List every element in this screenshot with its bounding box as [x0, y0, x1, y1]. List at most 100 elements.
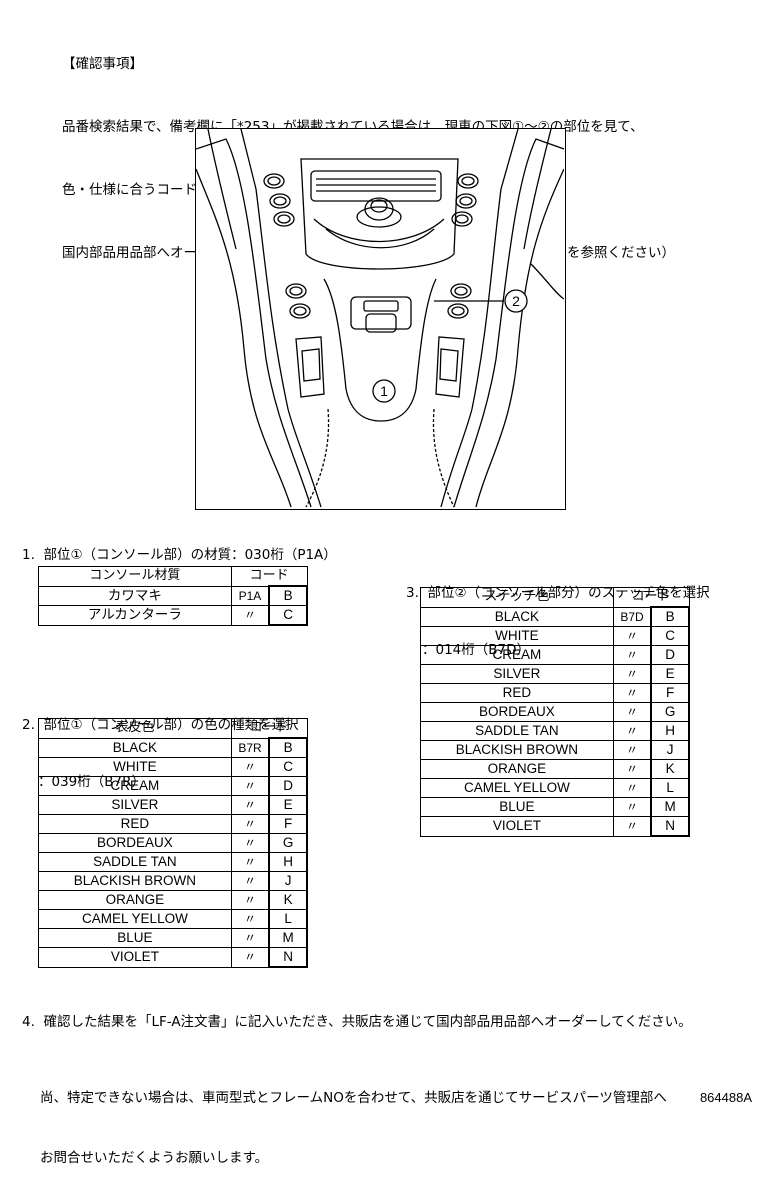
row-name: RED [420, 683, 614, 703]
row-code: E [268, 795, 308, 815]
row-name: ORANGE [38, 890, 232, 910]
row-prefix: 〃 [612, 683, 652, 703]
row-prefix: 〃 [230, 928, 270, 948]
row-code: L [650, 778, 690, 798]
row-name: BLACKISH BROWN [38, 871, 232, 891]
row-name: SADDLE TAN [420, 721, 614, 741]
row-code: N [650, 816, 690, 837]
row-code: M [650, 797, 690, 817]
table-row: アルカンターラ〃C [38, 605, 308, 626]
row-code: B [650, 606, 690, 627]
row-code: D [650, 645, 690, 665]
row-prefix: 〃 [230, 852, 270, 872]
row-prefix: 〃 [230, 871, 270, 891]
row-prefix: 〃 [230, 814, 270, 834]
table-row: ORANGE〃K [420, 759, 690, 779]
table-row: RED〃F [38, 814, 308, 834]
row-name: カワマキ [38, 585, 232, 606]
row-prefix: B7D [612, 606, 652, 627]
row-prefix: 〃 [612, 797, 652, 817]
table-row: CAMEL YELLOW〃L [38, 909, 308, 929]
intro-heading: 【確認事項】 [62, 56, 143, 72]
callout-2-label: 2 [512, 293, 520, 309]
code-header: コード [612, 587, 690, 608]
row-code: B [268, 737, 308, 758]
row-name: WHITE [420, 626, 614, 646]
row-prefix: 〃 [230, 757, 270, 777]
skin-color-header: 表皮色 [38, 718, 232, 739]
row-name: SILVER [420, 664, 614, 684]
row-code: G [650, 702, 690, 722]
row-prefix: 〃 [612, 740, 652, 760]
row-code: H [650, 721, 690, 741]
row-prefix: 〃 [612, 778, 652, 798]
table-row: ORANGE〃K [38, 890, 308, 910]
row-name: SADDLE TAN [38, 852, 232, 872]
row-prefix: 〃 [230, 890, 270, 910]
row-prefix: 〃 [230, 605, 270, 626]
row-code: F [650, 683, 690, 703]
row-prefix: 〃 [612, 626, 652, 646]
note-block: 尚、特定できない場合は、車両型式とフレームNOを合わせて、共販店を通じてサービス… [40, 1048, 667, 1188]
row-prefix: 〃 [230, 947, 270, 968]
row-name: アルカンターラ [38, 605, 232, 626]
row-code: B [268, 585, 308, 606]
callout-1-label: 1 [380, 383, 388, 399]
row-prefix: 〃 [230, 909, 270, 929]
row-name: WHITE [38, 757, 232, 777]
row-prefix: 〃 [612, 721, 652, 741]
table-row: VIOLET〃N [38, 947, 308, 968]
row-prefix: 〃 [230, 795, 270, 815]
row-prefix: 〃 [230, 833, 270, 853]
row-code: K [268, 890, 308, 910]
row-name: BORDEAUX [420, 702, 614, 722]
table-row: BORDEAUX〃G [420, 702, 690, 722]
callout-1: 1 [372, 379, 396, 403]
row-code: G [268, 833, 308, 853]
row-code: N [268, 947, 308, 968]
table-row: SADDLE TAN〃H [420, 721, 690, 741]
section-4-text: 4. 確認した結果を「LF-A注文書」に記入いただき、共販店を通じて国内部品用品… [22, 1014, 692, 1030]
row-prefix: P1A [230, 585, 270, 606]
row-code: E [650, 664, 690, 684]
row-code: H [268, 852, 308, 872]
row-prefix: B7R [230, 737, 270, 758]
table-row: BORDEAUX〃G [38, 833, 308, 853]
row-name: BLACK [38, 737, 232, 758]
note-line-1: 尚、特定できない場合は、車両型式とフレームNOを合わせて、共販店を通じてサービス… [40, 1090, 667, 1106]
row-code: J [268, 871, 308, 891]
row-name: VIOLET [38, 947, 232, 968]
row-code: F [268, 814, 308, 834]
row-name: CAMEL YELLOW [38, 909, 232, 929]
row-prefix: 〃 [230, 776, 270, 796]
row-prefix: 〃 [612, 645, 652, 665]
row-name: CAMEL YELLOW [420, 778, 614, 798]
code-header: コード [230, 718, 308, 739]
stitch-color-header: ステッチ色 [420, 587, 614, 608]
row-name: CREAM [38, 776, 232, 796]
row-code: C [268, 757, 308, 777]
table-row: SILVER〃E [420, 664, 690, 684]
row-prefix: 〃 [612, 702, 652, 722]
row-name: SILVER [38, 795, 232, 815]
row-name: BORDEAUX [38, 833, 232, 853]
table-row: CREAM〃D [420, 645, 690, 665]
row-name: BLUE [420, 797, 614, 817]
document-code: 864488A [699, 1090, 752, 1105]
table-row: RED〃F [420, 683, 690, 703]
row-name: RED [38, 814, 232, 834]
table-row: BLUE〃M [420, 797, 690, 817]
section-1-title: 1. 部位①（コンソール部）の材質：030桁（P1A） [22, 547, 337, 563]
table-row: VIOLET〃N [420, 816, 690, 837]
row-code: L [268, 909, 308, 929]
row-code: J [650, 740, 690, 760]
row-code: C [650, 626, 690, 646]
console-drawing: 1 2 [195, 128, 565, 508]
code-header: コード [230, 566, 308, 587]
row-name: BLACKISH BROWN [420, 740, 614, 760]
note-line-2: お問合せいただくようお願いします。 [40, 1150, 269, 1166]
row-code: M [268, 928, 308, 948]
row-prefix: 〃 [612, 664, 652, 684]
